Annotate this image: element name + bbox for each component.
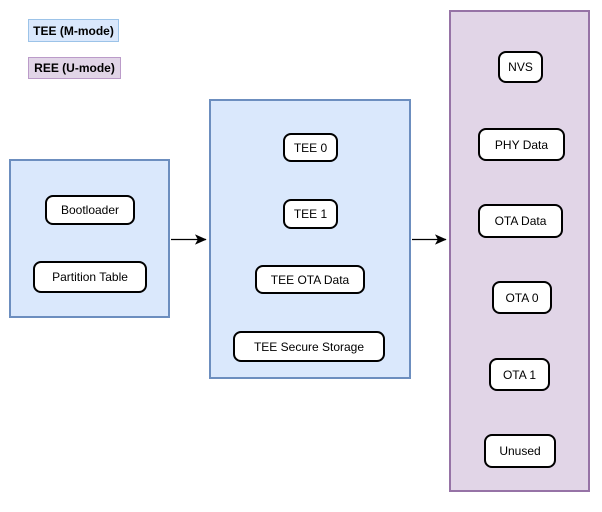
- node-ota-data: OTA Data: [478, 204, 563, 238]
- node-unused-label: Unused: [499, 444, 541, 458]
- node-nvs: NVS: [498, 51, 543, 83]
- node-unused: Unused: [484, 434, 556, 468]
- node-tee-secure-storage: TEE Secure Storage: [233, 331, 385, 362]
- node-ota-1: OTA 1: [489, 358, 550, 391]
- legend-tee-m-mode: TEE (M-mode): [28, 19, 119, 42]
- node-bootloader-label: Bootloader: [60, 203, 120, 217]
- node-ota-data-label: OTA Data: [494, 214, 547, 228]
- node-partition-table-label: Partition Table: [52, 270, 128, 284]
- node-tee-0: TEE 0: [283, 133, 338, 162]
- node-bootloader: Bootloader: [45, 195, 135, 225]
- node-phy-data-label: PHY Data: [494, 137, 549, 152]
- node-ota-1-label: OTA 1: [502, 367, 537, 382]
- node-nvs-label: NVS: [508, 60, 533, 74]
- legend-ree-label: REE (U-mode): [34, 61, 115, 75]
- node-tee-1: TEE 1: [283, 199, 338, 229]
- legend-ree-u-mode: REE (U-mode): [28, 57, 121, 79]
- node-partition-table: Partition Table: [33, 261, 147, 293]
- legend-tee-label: TEE (M-mode): [33, 23, 114, 38]
- node-tee-1-label: TEE 1: [293, 207, 328, 221]
- node-tee-ota-data: TEE OTA Data: [255, 265, 365, 294]
- node-tee-0-label: TEE 0: [293, 140, 328, 155]
- node-phy-data: PHY Data: [478, 128, 565, 161]
- node-ota-0-label: OTA 0: [505, 290, 539, 305]
- node-tee-ota-data-label: TEE OTA Data: [270, 272, 350, 287]
- container-ree-region: [449, 10, 590, 492]
- node-tee-secure-storage-label: TEE Secure Storage: [253, 339, 365, 354]
- container-bootloader-region: [9, 159, 170, 318]
- node-ota-0: OTA 0: [492, 281, 552, 314]
